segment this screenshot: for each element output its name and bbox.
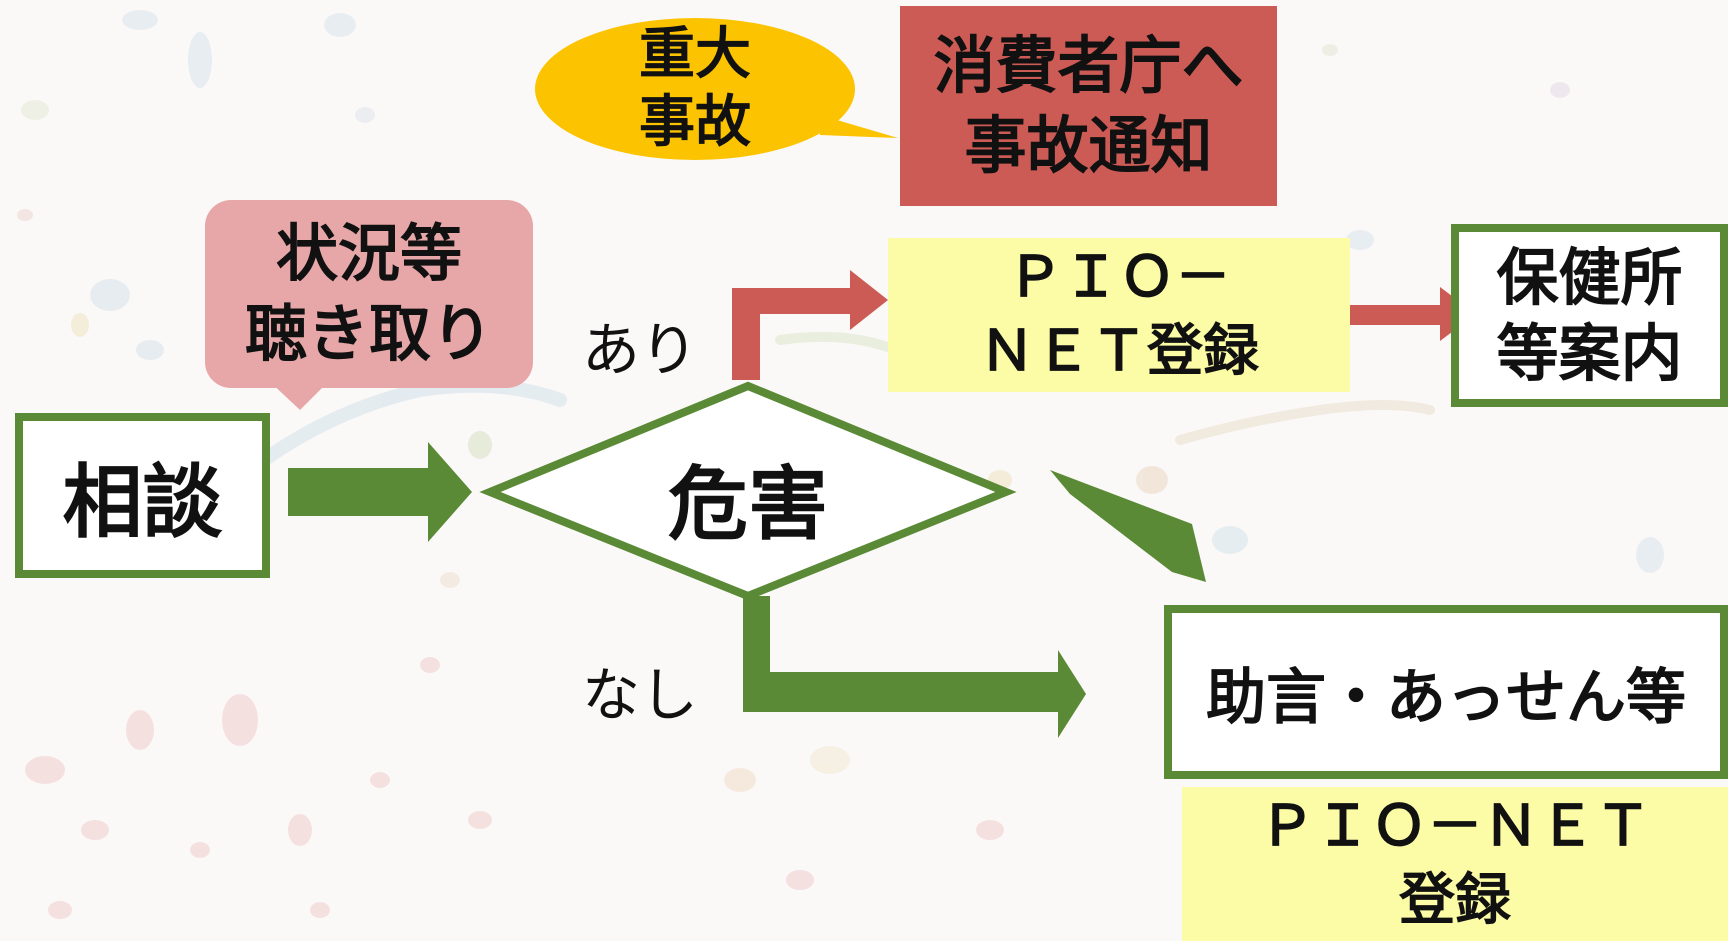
arrow-consult-to-harm [288,442,472,542]
notify-agency-box: 消費者庁へ 事故通知 [900,6,1277,206]
serious-accident-callout: 重大 事故 [535,18,855,160]
pio-net-register-box: ＰＩＯ－ ＮＥＴ登録 [888,238,1350,392]
health-center-box: 保健所 等案内 [1451,224,1728,407]
arrow-harm-to-advice [1050,470,1206,582]
serious-callout-tail [820,115,898,138]
arrow-pio-to-health [1316,287,1476,341]
arrow-harm-yes-up [732,270,888,380]
hearing-callout: 状況等 聴き取り [205,200,533,388]
harm-label: 危害 [668,458,828,551]
label-yes: あり [581,316,698,384]
harm-diamond [479,381,1017,601]
pio-net-register-box-2: ＰＩＯ－ＮＥＴ 登録 [1182,787,1728,941]
consult-box: 相談 [15,413,270,578]
label-no: なし [581,661,698,729]
arrow-harm-no-down [743,596,1086,738]
advice-mediation-box: 助言・あっせん等 [1164,605,1728,779]
